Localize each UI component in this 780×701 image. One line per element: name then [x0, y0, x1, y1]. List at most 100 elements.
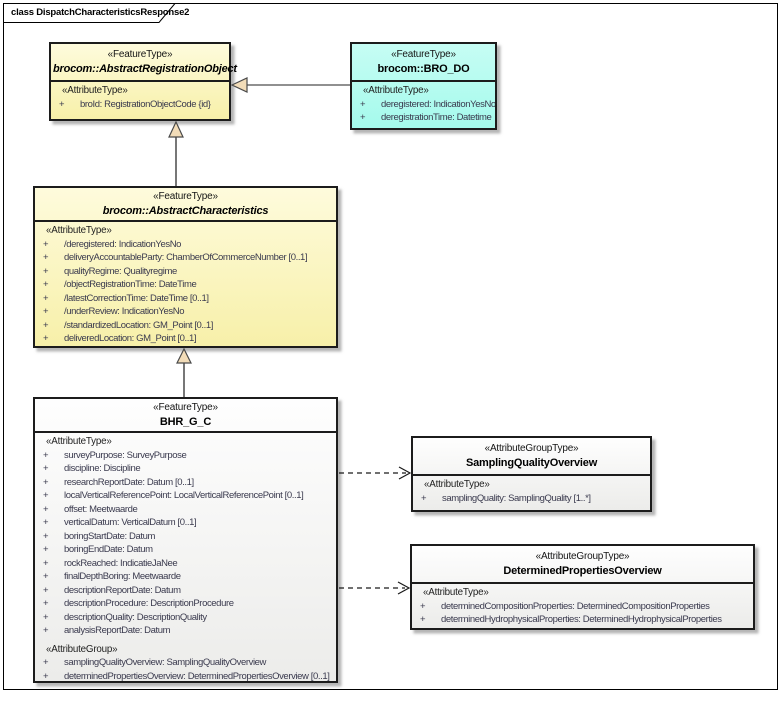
attribute-row: + /standardizedLocation: GM_Point [0..1]: [37, 319, 334, 333]
class-name: BHR_G_C: [159, 416, 212, 428]
section-label: «AttributeType»: [46, 225, 112, 236]
class-name: brocom::AbstractCharacteristics: [102, 205, 269, 217]
attribute-row: + finalDepthBoring: Meetwaarde: [37, 570, 334, 584]
attribute-row: + determinedCompositionProperties: Deter…: [414, 600, 751, 614]
class-header: «AttributeGroupType» SamplingQualityOver…: [413, 438, 650, 476]
visibility-marker: +: [43, 449, 49, 461]
visibility-marker: +: [43, 657, 49, 668]
class-header: «FeatureType» BHR_G_C: [35, 399, 336, 433]
class-determined-properties-overview[interactable]: «AttributeGroupType» DeterminedPropertie…: [410, 544, 755, 630]
attribute-text: surveyPurpose: SurveyPurpose: [64, 449, 187, 461]
visibility-marker: +: [43, 611, 49, 623]
visibility-marker: +: [43, 279, 49, 290]
visibility-marker: +: [43, 557, 49, 569]
attribute-text: /standardizedLocation: GM_Point [0..1]: [64, 319, 214, 331]
attribute-row: + verticalDatum: VerticalDatum [0..1]: [37, 516, 334, 530]
diagram-title-tab: class DispatchCharacteristicsResponse2: [3, 3, 193, 24]
class-stereotype: «AttributeGroupType»: [484, 443, 579, 454]
visibility-marker: +: [43, 476, 49, 488]
attribute-text: samplingQualityOverview: SamplingQuality…: [64, 657, 267, 668]
class-name: SamplingQualityOverview: [465, 457, 598, 469]
class-stereotype: «FeatureType»: [153, 191, 218, 202]
attribute-row: + /objectRegistrationTime: DateTime: [37, 278, 334, 292]
diagram-title: class DispatchCharacteristicsResponse2: [11, 7, 190, 18]
section-label: «AttributeType»: [423, 587, 489, 598]
attribute-text: boringEndDate: Datum: [64, 544, 153, 555]
attribute-text: descriptionQuality: DescriptionQuality: [64, 611, 207, 623]
attribute-row: + deliveryAccountableParty: ChamberOfCom…: [37, 251, 334, 265]
class-sampling-quality-overview[interactable]: «AttributeGroupType» SamplingQualityOver…: [411, 436, 652, 512]
attribute-row: + boringEndDate: Datum: [37, 543, 334, 557]
attribute-row: + descriptionQuality: DescriptionQuality: [37, 611, 334, 625]
attribute-text: discipline: Discipline: [64, 463, 141, 474]
attribute-text: /objectRegistrationTime: DateTime: [64, 279, 197, 290]
attribute-text: analysisReportDate: Datum: [64, 625, 171, 636]
attribute-row: + samplingQualityOverview: SamplingQuali…: [37, 656, 334, 670]
class-header: «FeatureType» brocom::BRO_DO: [352, 44, 495, 82]
visibility-marker: +: [43, 463, 49, 474]
visibility-marker: +: [43, 319, 49, 331]
class-stereotype: «FeatureType»: [153, 402, 218, 413]
attribute-text: researchReportDate: Datum [0..1]: [64, 476, 194, 488]
attribute-text: deregistered: IndicationYesNo: [381, 98, 495, 110]
attribute-text: determinedCompositionProperties: Determi…: [441, 600, 710, 612]
attribute-text: deregistrationTime: Datetime: [381, 112, 492, 123]
attribute-row: + broId: RegistrationObjectCode {id}: [53, 98, 227, 112]
attributes-compartment: «AttributeType» + surveyPurpose: SurveyP…: [35, 433, 336, 685]
attribute-text: verticalDatum: VerticalDatum [0..1]: [64, 517, 197, 528]
attribute-text: rockReached: IndicatieJaNee: [64, 557, 178, 569]
section-label: «AttributeType»: [363, 85, 429, 96]
attribute-row: + deregistrationTime: Datetime: [354, 111, 493, 125]
visibility-marker: +: [43, 503, 49, 515]
attribute-row: + qualityRegime: Qualityregime: [37, 265, 334, 279]
visibility-marker: +: [43, 490, 49, 501]
visibility-marker: +: [43, 333, 49, 344]
attributes-compartment: «AttributeType» + determinedCompositionP…: [412, 584, 753, 629]
attribute-text: /latestCorrectionTime: DateTime [0..1]: [64, 292, 209, 304]
attributes-compartment: «AttributeType» + broId: RegistrationObj…: [51, 82, 229, 113]
attribute-row: + researchReportDate: Datum [0..1]: [37, 476, 334, 490]
diagram-frame: [3, 3, 778, 690]
attribute-row: + boringStartDate: Datum: [37, 530, 334, 544]
visibility-marker: +: [421, 492, 427, 504]
section-label: «AttributeType»: [62, 85, 128, 96]
attributes-compartment: «AttributeType» + /deregistered: Indicat…: [35, 222, 336, 348]
attribute-row: + /deregistered: IndicationYesNo: [37, 238, 334, 252]
class-bro-do[interactable]: «FeatureType» brocom::BRO_DO «AttributeT…: [350, 42, 497, 130]
attribute-text: /underReview: IndicationYesNo: [64, 306, 185, 317]
attributes-compartment: «AttributeType» + samplingQuality: Sampl…: [413, 476, 650, 507]
visibility-marker: +: [43, 584, 49, 596]
attribute-row: + discipline: Discipline: [37, 462, 334, 476]
attribute-row: + /underReview: IndicationYesNo: [37, 305, 334, 319]
attribute-text: determinedPropertiesOverview: Determined…: [64, 670, 330, 682]
class-bhr-g-c[interactable]: «FeatureType» BHR_G_C «AttributeType» + …: [33, 397, 338, 683]
attribute-row: + samplingQuality: SamplingQuality [1..*…: [415, 492, 648, 506]
attribute-row: + surveyPurpose: SurveyPurpose: [37, 449, 334, 463]
attribute-row: + determinedHydrophysicalProperties: Det…: [414, 613, 751, 627]
visibility-marker: +: [43, 292, 49, 304]
attribute-text: deliveredLocation: GM_Point [0..1]: [64, 333, 197, 344]
attribute-text: samplingQuality: SamplingQuality [1..*]: [442, 492, 591, 504]
class-header: «FeatureType» brocom::AbstractRegistrati…: [51, 44, 237, 82]
attribute-row: + descriptionReportDate: Datum: [37, 584, 334, 598]
visibility-marker: +: [43, 517, 49, 528]
attribute-row: + deregistered: IndicationYesNo: [354, 98, 495, 112]
attribute-text: offset: Meetwaarde: [64, 503, 138, 515]
attribute-row: + rockReached: IndicatieJaNee: [37, 557, 334, 571]
class-stereotype: «AttributeGroupType»: [535, 551, 630, 562]
attributes-compartment: «AttributeType» + deregistered: Indicati…: [352, 82, 495, 127]
visibility-marker: +: [59, 98, 65, 110]
visibility-marker: +: [43, 252, 49, 263]
visibility-marker: +: [360, 98, 366, 110]
visibility-marker: +: [420, 600, 426, 612]
visibility-marker: +: [360, 112, 366, 123]
attribute-text: deliveryAccountableParty: ChamberOfComme…: [64, 252, 308, 263]
attribute-row: + offset: Meetwaarde: [37, 503, 334, 517]
visibility-marker: +: [43, 598, 49, 609]
class-name: brocom::BRO_DO: [377, 63, 470, 75]
class-abstract-characteristics[interactable]: «FeatureType» brocom::AbstractCharacteri…: [33, 186, 338, 348]
attribute-row: + /latestCorrectionTime: DateTime [0..1]: [37, 292, 334, 306]
attribute-row: + deliveredLocation: GM_Point [0..1]: [37, 332, 334, 346]
class-abstract-registration-object[interactable]: «FeatureType» brocom::AbstractRegistrati…: [49, 42, 237, 121]
